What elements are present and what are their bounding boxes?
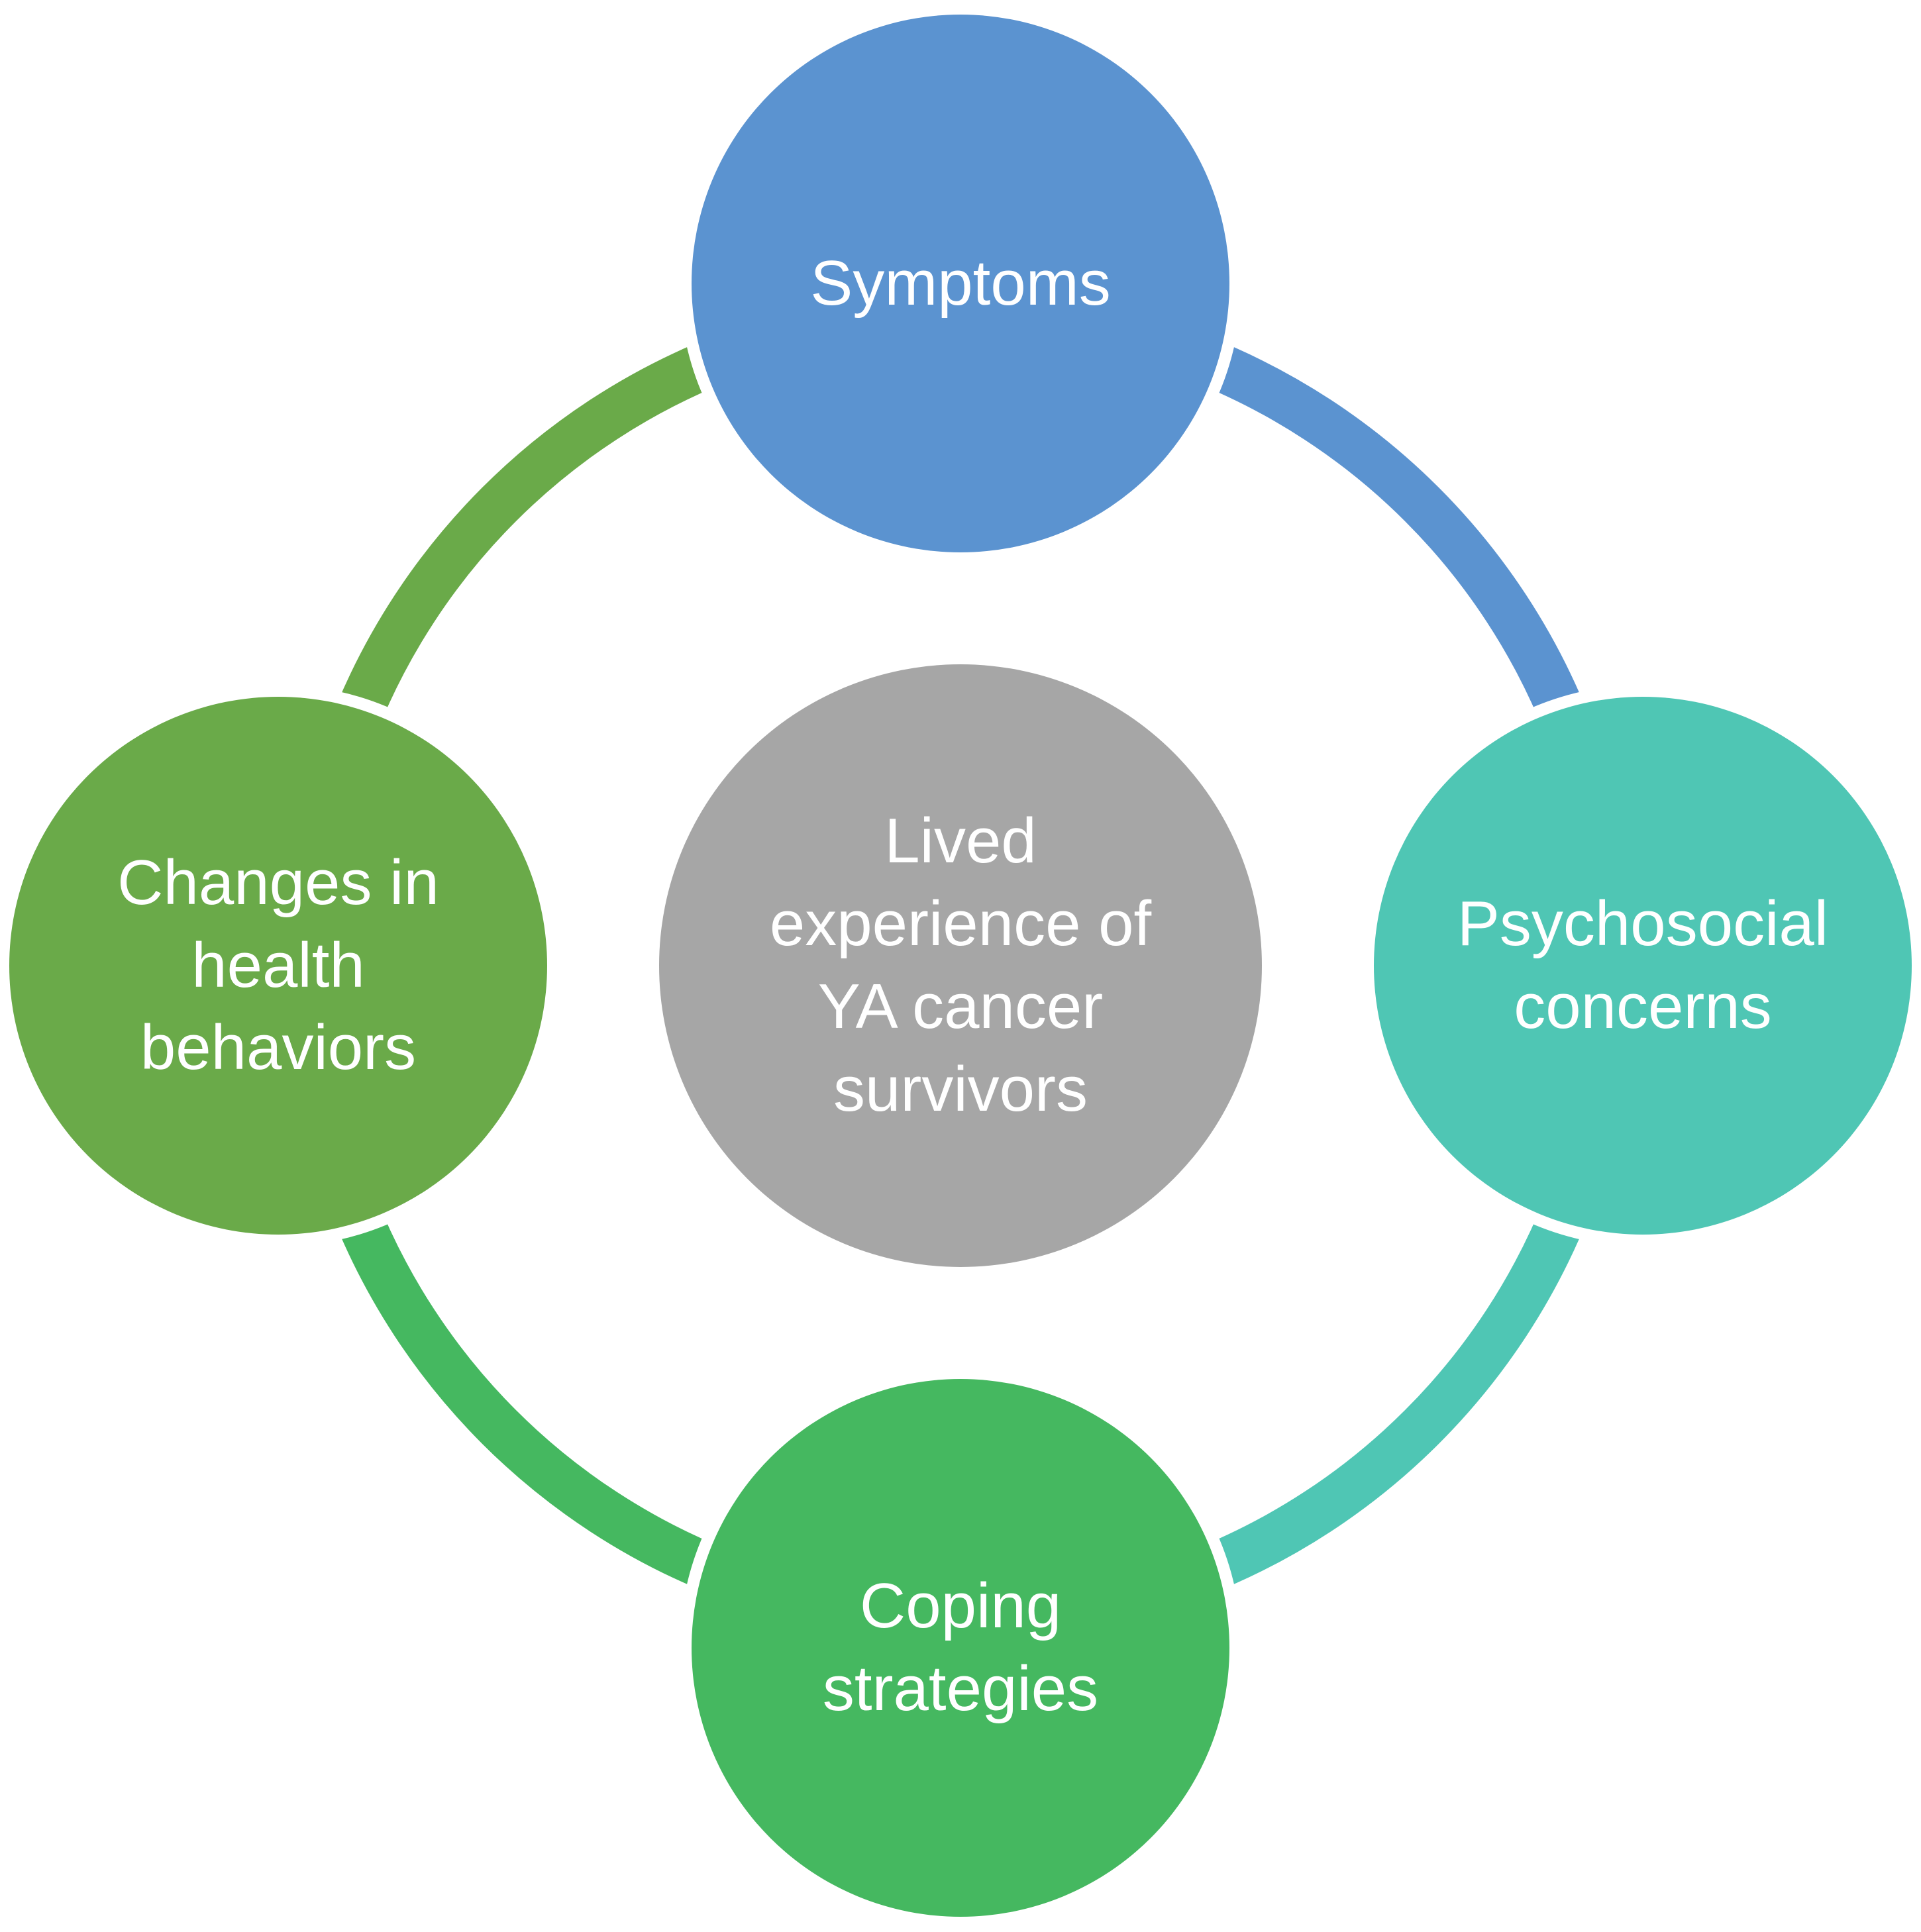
node-circle-psychosocial-concerns [1374, 697, 1912, 1235]
node-circle-symptoms [692, 15, 1229, 552]
center-circle-lived-experience [659, 664, 1262, 1267]
node-circle-changes-in-health-behaviors [9, 697, 547, 1235]
node-circle-coping-strategies [692, 1379, 1229, 1917]
